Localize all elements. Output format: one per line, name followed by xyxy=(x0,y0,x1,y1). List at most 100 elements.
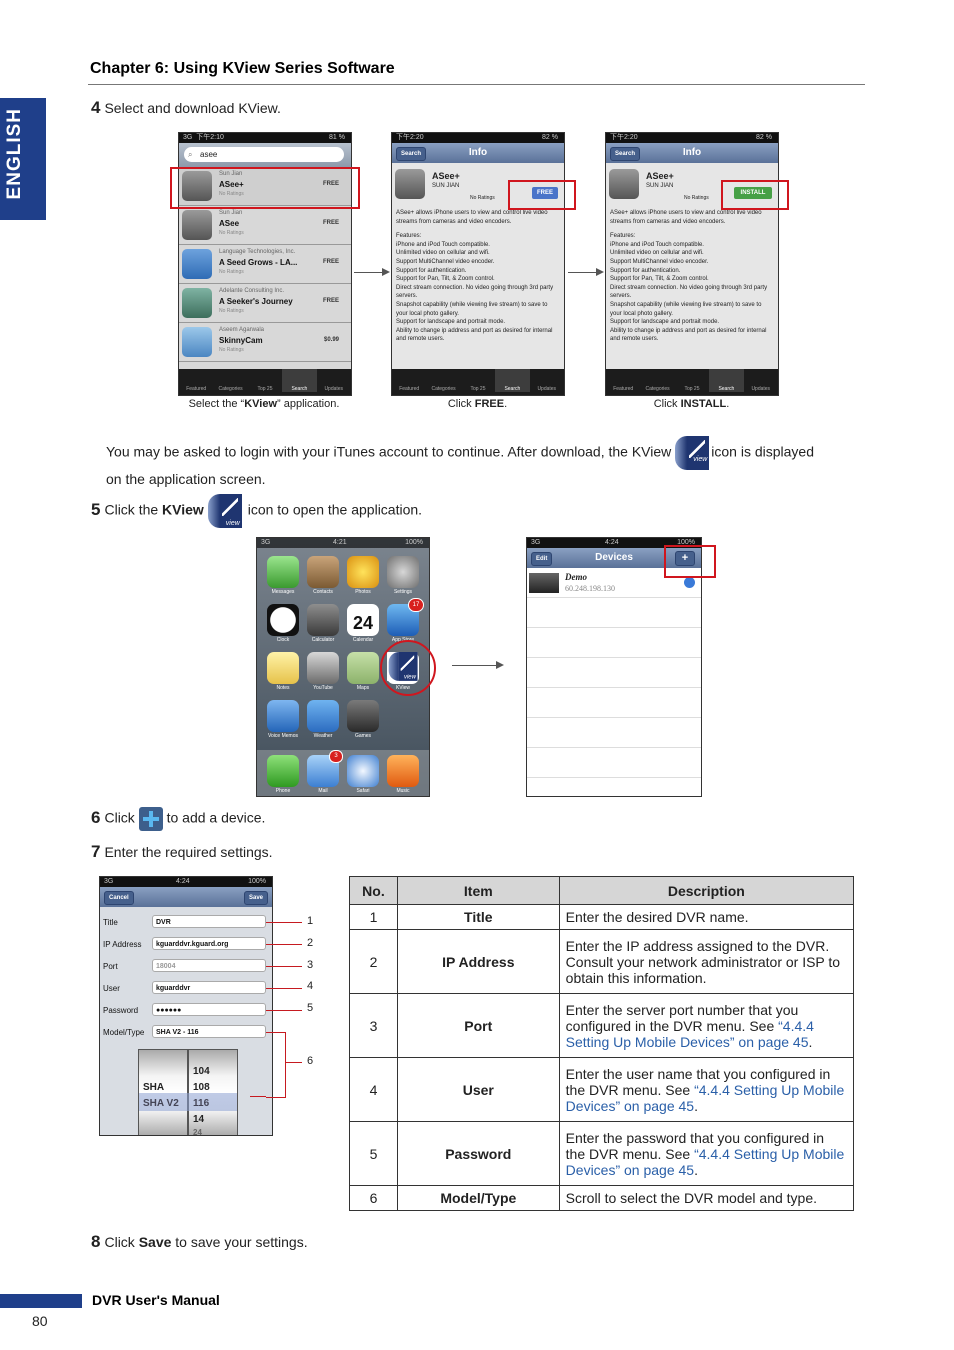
tab-featured[interactable]: Featured xyxy=(613,386,634,392)
maps-app-icon[interactable] xyxy=(347,652,379,684)
callout-line xyxy=(250,1096,266,1097)
cross-reference-link[interactable]: “4.4.4 Setting Up Mobile Devices” on pag… xyxy=(565,1081,845,1114)
app-rating: No Ratings xyxy=(684,195,709,201)
detail-disclosure-icon[interactable] xyxy=(684,577,695,588)
password-input[interactable]: ●●●●●● xyxy=(152,1003,266,1016)
phone-app-icon[interactable] xyxy=(267,755,299,787)
callout-line xyxy=(266,944,302,945)
back-button[interactable]: Search xyxy=(610,147,641,161)
add-icon xyxy=(138,807,163,831)
youtube-app-icon[interactable] xyxy=(307,652,339,684)
status-battery: 81 % xyxy=(329,134,345,141)
contacts-app-icon[interactable] xyxy=(307,556,339,588)
feature-item: iPhone and iPod Touch compatible. xyxy=(396,241,490,248)
tab-top25[interactable]: Top 25 xyxy=(470,386,486,392)
tab-top25[interactable]: Top 25 xyxy=(684,386,700,392)
music-app-icon[interactable] xyxy=(387,755,419,787)
app-name: ASee+ xyxy=(432,171,460,181)
free-button[interactable]: FREE xyxy=(532,187,558,199)
weather-app-icon[interactable] xyxy=(307,700,339,732)
tab-featured[interactable]: Featured xyxy=(186,386,207,392)
cross-reference-link[interactable]: “4.4.4 Setting Up Mobile Devices” on pag… xyxy=(565,1145,845,1178)
settings-app-icon[interactable] xyxy=(387,556,419,588)
picker-selection xyxy=(139,1093,237,1111)
list-item[interactable]: Adelante Consulting Inc.A Seeker's Journ… xyxy=(179,284,351,323)
port-input[interactable]: 18004 xyxy=(152,959,266,972)
search-input[interactable]: asee xyxy=(184,147,344,162)
device-row[interactable]: Demo 60.248.198.130 xyxy=(527,568,701,598)
messages-app-icon[interactable] xyxy=(267,556,299,588)
feature-item: Unlimited video on cellular and wifi. xyxy=(610,250,704,257)
tab-categories[interactable]: Categories xyxy=(218,386,243,392)
description-text: . xyxy=(694,1161,698,1178)
app-price: FREE xyxy=(322,220,339,226)
download-note: You may be asked to login with your iTun… xyxy=(106,436,866,489)
app-vendor: Language Technologies, Inc. xyxy=(219,249,296,255)
app-header: ASee+ SUN JIAN No Ratings INSTALL xyxy=(606,163,778,209)
app-label: Games xyxy=(354,733,372,739)
arrow-line xyxy=(452,665,496,666)
add-device-button[interactable]: + xyxy=(675,551,695,566)
voice-memos-app-icon[interactable] xyxy=(267,700,299,732)
safari-app-icon[interactable] xyxy=(347,755,379,787)
description-text: Enter the password that you configured i… xyxy=(565,1129,825,1162)
tab-top25[interactable]: Top 25 xyxy=(257,386,273,392)
notes-app-icon[interactable] xyxy=(267,652,299,684)
step-text: Click the xyxy=(104,501,163,518)
tab-featured[interactable]: Featured xyxy=(399,386,420,392)
tab-search[interactable]: Search xyxy=(709,369,744,392)
language-tab-label: ENGLISH xyxy=(4,108,25,200)
cross-reference-link[interactable]: “4.4.4 Setting Up Mobile Devices” on pag… xyxy=(565,1017,814,1050)
user-input[interactable]: kguarddvr xyxy=(152,981,266,994)
clock-app-icon[interactable] xyxy=(267,604,299,636)
tab-categories[interactable]: Categories xyxy=(431,386,456,392)
model-picker[interactable]: SHA SHA V2 104 108 116 14 24 xyxy=(138,1049,238,1135)
tab-updates[interactable]: Updates xyxy=(537,386,557,392)
title-input[interactable]: DVR xyxy=(152,915,266,928)
edit-button[interactable]: Edit xyxy=(531,552,553,566)
list-item[interactable]: Language Technologies, Inc.A Seed Grows … xyxy=(179,245,351,284)
model-type-input[interactable]: SHA V2 - 116 xyxy=(152,1025,266,1038)
cancel-button[interactable]: Cancel xyxy=(104,891,134,905)
empty-row xyxy=(527,658,701,688)
empty-row xyxy=(527,718,701,748)
feature-item: Direct stream connection. No video going… xyxy=(610,284,768,300)
appstore-badge: 17 xyxy=(408,598,424,612)
feature-item: Support for landscape and portrait mode. xyxy=(610,319,720,326)
callout-number: 2 xyxy=(307,937,314,949)
app-label: Safari xyxy=(356,788,370,794)
mail-badge: 3 xyxy=(329,750,343,763)
tab-updates[interactable]: Updates xyxy=(324,386,344,392)
tab-search[interactable]: Search xyxy=(282,369,317,392)
status-carrier: 3G xyxy=(183,134,193,141)
status-battery: 82 % xyxy=(542,134,558,141)
nav-title: Info xyxy=(682,147,702,158)
features-title: Features: xyxy=(396,233,422,240)
calendar-app-icon[interactable]: 24 xyxy=(347,604,379,636)
caption-text: Click xyxy=(653,398,681,410)
tab-categories[interactable]: Categories xyxy=(645,386,670,392)
games-folder-icon[interactable] xyxy=(347,700,379,732)
tab-search[interactable]: Search xyxy=(495,369,530,392)
empty-row xyxy=(527,688,701,718)
feature-item: Support MultiChannel video encoder. xyxy=(610,258,709,265)
tab-updates[interactable]: Updates xyxy=(751,386,771,392)
save-button[interactable]: Save xyxy=(243,891,268,905)
photos-app-icon[interactable] xyxy=(347,556,379,588)
install-button[interactable]: INSTALL xyxy=(734,187,772,199)
row-number: 4 xyxy=(349,1057,398,1122)
calculator-app-icon[interactable] xyxy=(307,604,339,636)
back-button[interactable]: Search xyxy=(396,147,427,161)
ip-address-input[interactable]: kguarddvr.kguard.org xyxy=(152,937,266,950)
